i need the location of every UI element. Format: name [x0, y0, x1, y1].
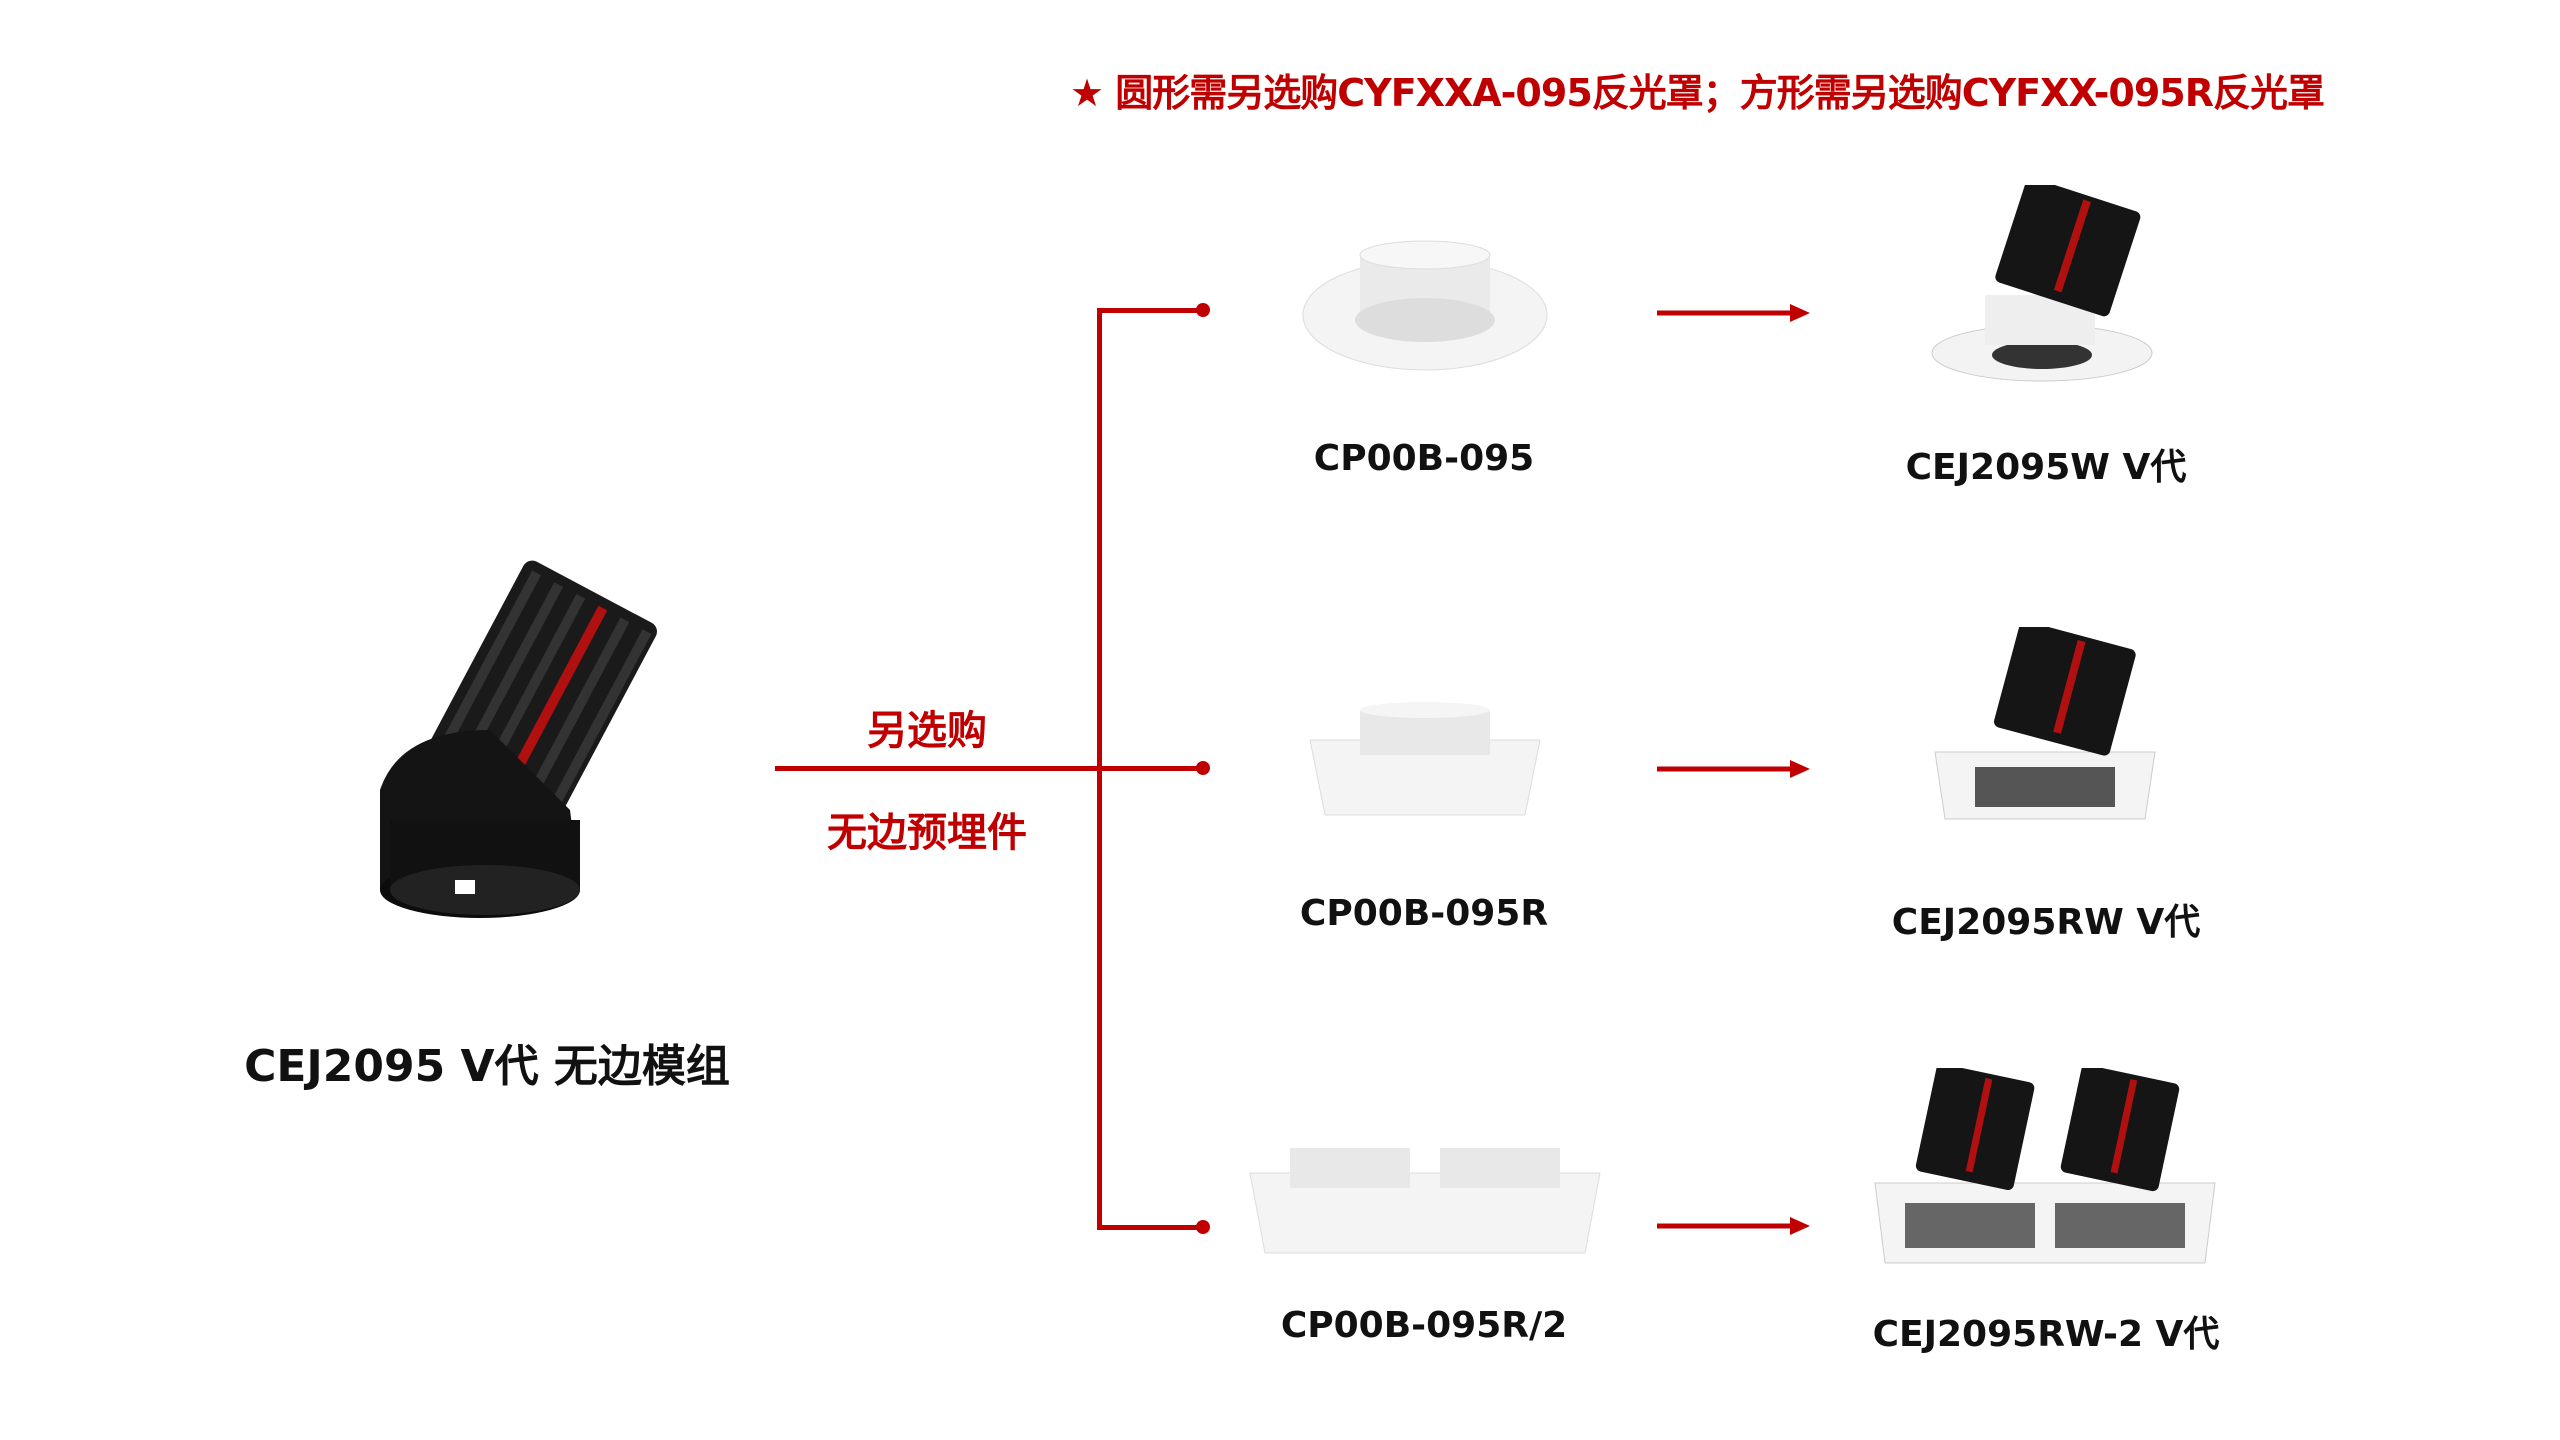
part-label-3: CP00B-095R/2 — [1280, 1305, 1568, 1346]
result-label-3: CEJ2095RW-2 V代 — [1872, 1314, 2220, 1355]
optional-purchase-label: 另选购 — [867, 708, 987, 754]
square-housing-image — [1309, 702, 1541, 816]
branch-dot-1 — [1196, 303, 1210, 317]
result-label-2: CEJ2095RW V代 — [1891, 902, 2201, 943]
module-image — [380, 560, 657, 918]
round-housing-image — [1302, 240, 1548, 371]
round-downlight-image — [1931, 185, 2153, 382]
trimless-kit-label: 无边预埋件 — [827, 810, 1027, 856]
connector-vertical-line — [1097, 308, 1102, 1230]
double-downlight-image — [1874, 1068, 2216, 1264]
purchase-note: ★ 圆形需另选购CYFXXA-095反光罩；方形需另选购CYFXX-095R反光… — [1070, 71, 2325, 115]
branch-line-3 — [1097, 1225, 1205, 1230]
branch-dot-3 — [1196, 1220, 1210, 1234]
connector-horizontal-line — [775, 766, 1205, 771]
part-label-1: CP00B-095 — [1313, 438, 1535, 479]
square-downlight-image — [1934, 627, 2156, 820]
branch-dot-2 — [1196, 761, 1210, 775]
part-label-2: CP00B-095R — [1299, 893, 1549, 934]
result-label-1: CEJ2095W V代 — [1905, 447, 2187, 488]
double-square-housing-image — [1249, 1148, 1601, 1254]
arrows — [1657, 304, 1810, 1235]
branch-line-1 — [1097, 308, 1205, 313]
module-label: CEJ2095 V代 无边模组 — [244, 1041, 730, 1092]
